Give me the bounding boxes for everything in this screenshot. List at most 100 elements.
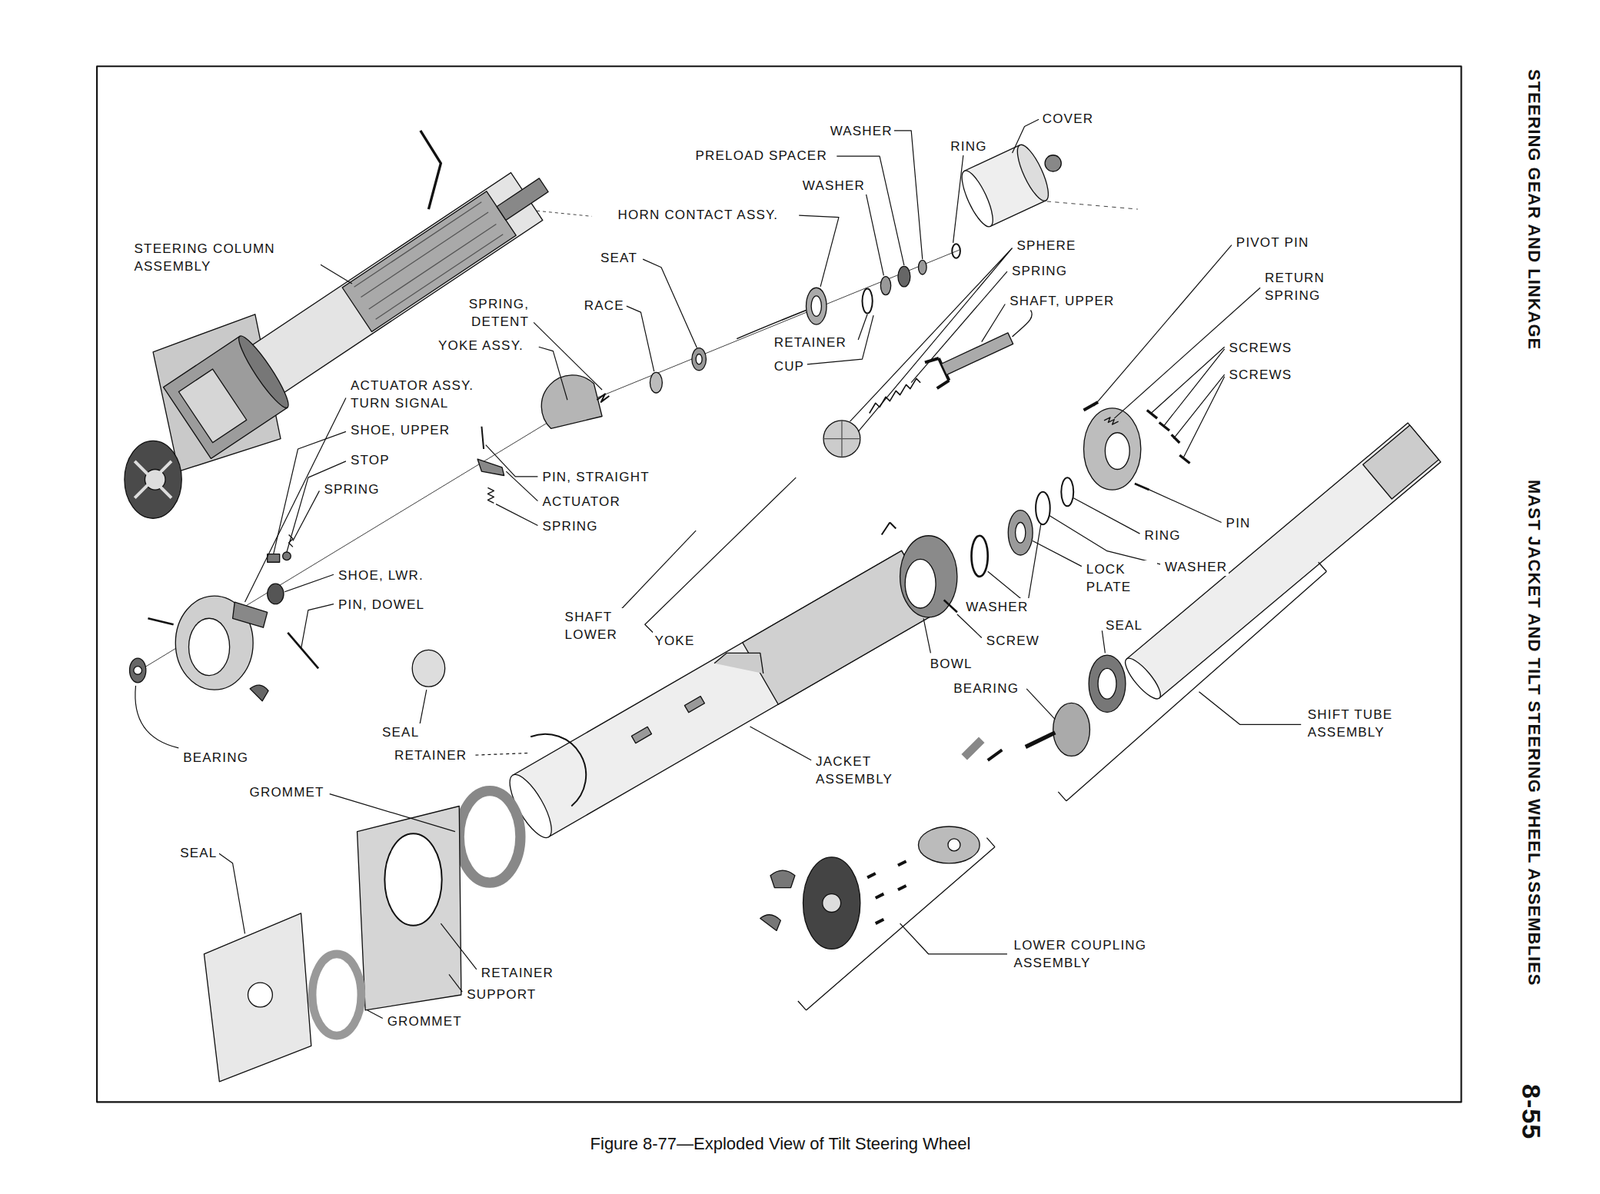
- leader-lines: [626, 306, 655, 372]
- pivot-housing: [1147, 410, 1191, 464]
- part-label: WASHER: [801, 176, 867, 195]
- part-label: ACTUATOR: [540, 492, 623, 511]
- leader-lines: [1173, 374, 1225, 458]
- part-label: SPHERE: [1015, 236, 1078, 255]
- part-label: SEAL: [178, 844, 219, 862]
- leader-lines: [533, 322, 603, 390]
- part-label: BOWL: [928, 655, 975, 673]
- jacket-assembly: [714, 652, 764, 674]
- leader-lines: [836, 156, 905, 266]
- lower-support-parts: [357, 805, 462, 1010]
- section-header: STEERING GEAR AND LINKAGE: [1523, 69, 1544, 350]
- part-label: WASHER: [964, 598, 1030, 616]
- pivot-housing: [1104, 417, 1119, 425]
- part-label: SHAFT LOWER: [563, 608, 636, 644]
- part-label: PIN: [1224, 514, 1253, 533]
- jacket-assembly: [502, 550, 938, 843]
- turn-signal-actuator: [133, 666, 143, 676]
- part-label: SPRING: [1010, 262, 1069, 280]
- jacket-assembly: [530, 734, 586, 807]
- group-brackets: [900, 923, 1008, 955]
- lower-coupling: [948, 838, 961, 852]
- part-label: RING: [1142, 526, 1182, 545]
- upper-parts: [691, 348, 707, 371]
- upper-parts: [649, 372, 662, 393]
- leader-lines: [1150, 346, 1225, 427]
- tilt-parts: [1012, 309, 1033, 337]
- part-label: PIN, STRAIGHT: [540, 468, 651, 486]
- lower-coupling: [918, 826, 980, 864]
- part-label: RETURN SPRING: [1263, 269, 1351, 305]
- leader-lines: [911, 271, 1008, 383]
- leader-lines: [292, 490, 320, 541]
- jacket-assembly: [502, 550, 938, 843]
- jacket-assembly: [684, 696, 705, 713]
- part-label: RACE: [582, 296, 626, 315]
- pivot-housing: [1104, 432, 1130, 470]
- turn-signal-actuator: [147, 618, 173, 625]
- axis-lines: [1030, 199, 1138, 210]
- leader-lines: [850, 248, 1013, 433]
- part-label: STOP: [349, 451, 392, 470]
- part-label: SCREWS: [1227, 365, 1294, 384]
- leader-lines: [1026, 688, 1055, 720]
- leader-lines: [485, 445, 539, 477]
- part-label: SHIFT TUBE ASSEMBLY: [1306, 705, 1441, 742]
- bowl-parts: [971, 535, 988, 577]
- part-label: PRELOAD SPACER: [693, 146, 829, 165]
- bowl-parts: [1061, 477, 1074, 506]
- lower-support-parts: [384, 833, 442, 925]
- lower-support-parts: [312, 954, 362, 1036]
- part-label: LOWER COUPLING ASSEMBLY: [1012, 936, 1185, 972]
- upper-parts: [956, 166, 999, 230]
- leader-lines: [749, 726, 812, 761]
- turn-signal-actuator: [232, 602, 268, 628]
- actuator-parts: [487, 487, 494, 503]
- part-label: SCREWS: [1227, 339, 1294, 357]
- shift-tube: [1120, 422, 1441, 704]
- lower-coupling: [760, 914, 782, 932]
- tilt-parts: [869, 378, 921, 413]
- shift-tube: [1025, 732, 1055, 748]
- turn-signal-actuator: [249, 685, 269, 702]
- jacket-assembly: [512, 550, 938, 837]
- lower-support-parts: [203, 649, 520, 1082]
- tilt-parts: [924, 325, 1017, 389]
- pivot-housing: [1083, 408, 1141, 490]
- part-label: SHOE, UPPER: [349, 421, 452, 440]
- leader-lines: [475, 752, 529, 756]
- part-label: BEARING: [951, 679, 1021, 698]
- leader-lines: [284, 574, 334, 593]
- turn-signal-actuator: [282, 552, 292, 561]
- leader-lines: [1012, 119, 1040, 154]
- part-label: YOKE ASSY.: [436, 336, 526, 355]
- part-label: LOCK PLATE: [1084, 560, 1158, 596]
- leader-lines: [1144, 487, 1222, 523]
- leader-lines: [1073, 498, 1140, 534]
- shift-tube: [1120, 653, 1166, 703]
- illustration: [96, 66, 1461, 1102]
- leader-lines: [218, 853, 246, 935]
- part-label: SEAL: [380, 723, 421, 742]
- part-label: SHOE, LWR.: [336, 566, 426, 585]
- jacket-assembly: [742, 550, 938, 705]
- leader-lines: [891, 130, 923, 260]
- upper-parts: [861, 289, 872, 314]
- bowl-parts: [904, 558, 936, 609]
- part-label: PIN, DOWEL: [336, 595, 426, 614]
- group-brackets: [798, 838, 995, 1011]
- leader-lines: [245, 398, 346, 603]
- actuator-parts: [477, 426, 505, 504]
- upper-parts: [805, 287, 827, 325]
- leader-lines: [449, 974, 463, 992]
- upper-parts: [811, 296, 822, 317]
- steering-column-assembly: [496, 178, 549, 220]
- part-label: JACKET ASSEMBLY: [814, 752, 925, 789]
- group-brackets: [1057, 562, 1327, 802]
- leader-lines: [286, 461, 346, 553]
- part-label: SPRING: [322, 480, 381, 499]
- part-label: WASHER: [1163, 558, 1229, 576]
- bowl-parts: [1035, 492, 1051, 525]
- lower-coupling: [760, 739, 1003, 949]
- leader-lines: [301, 604, 334, 649]
